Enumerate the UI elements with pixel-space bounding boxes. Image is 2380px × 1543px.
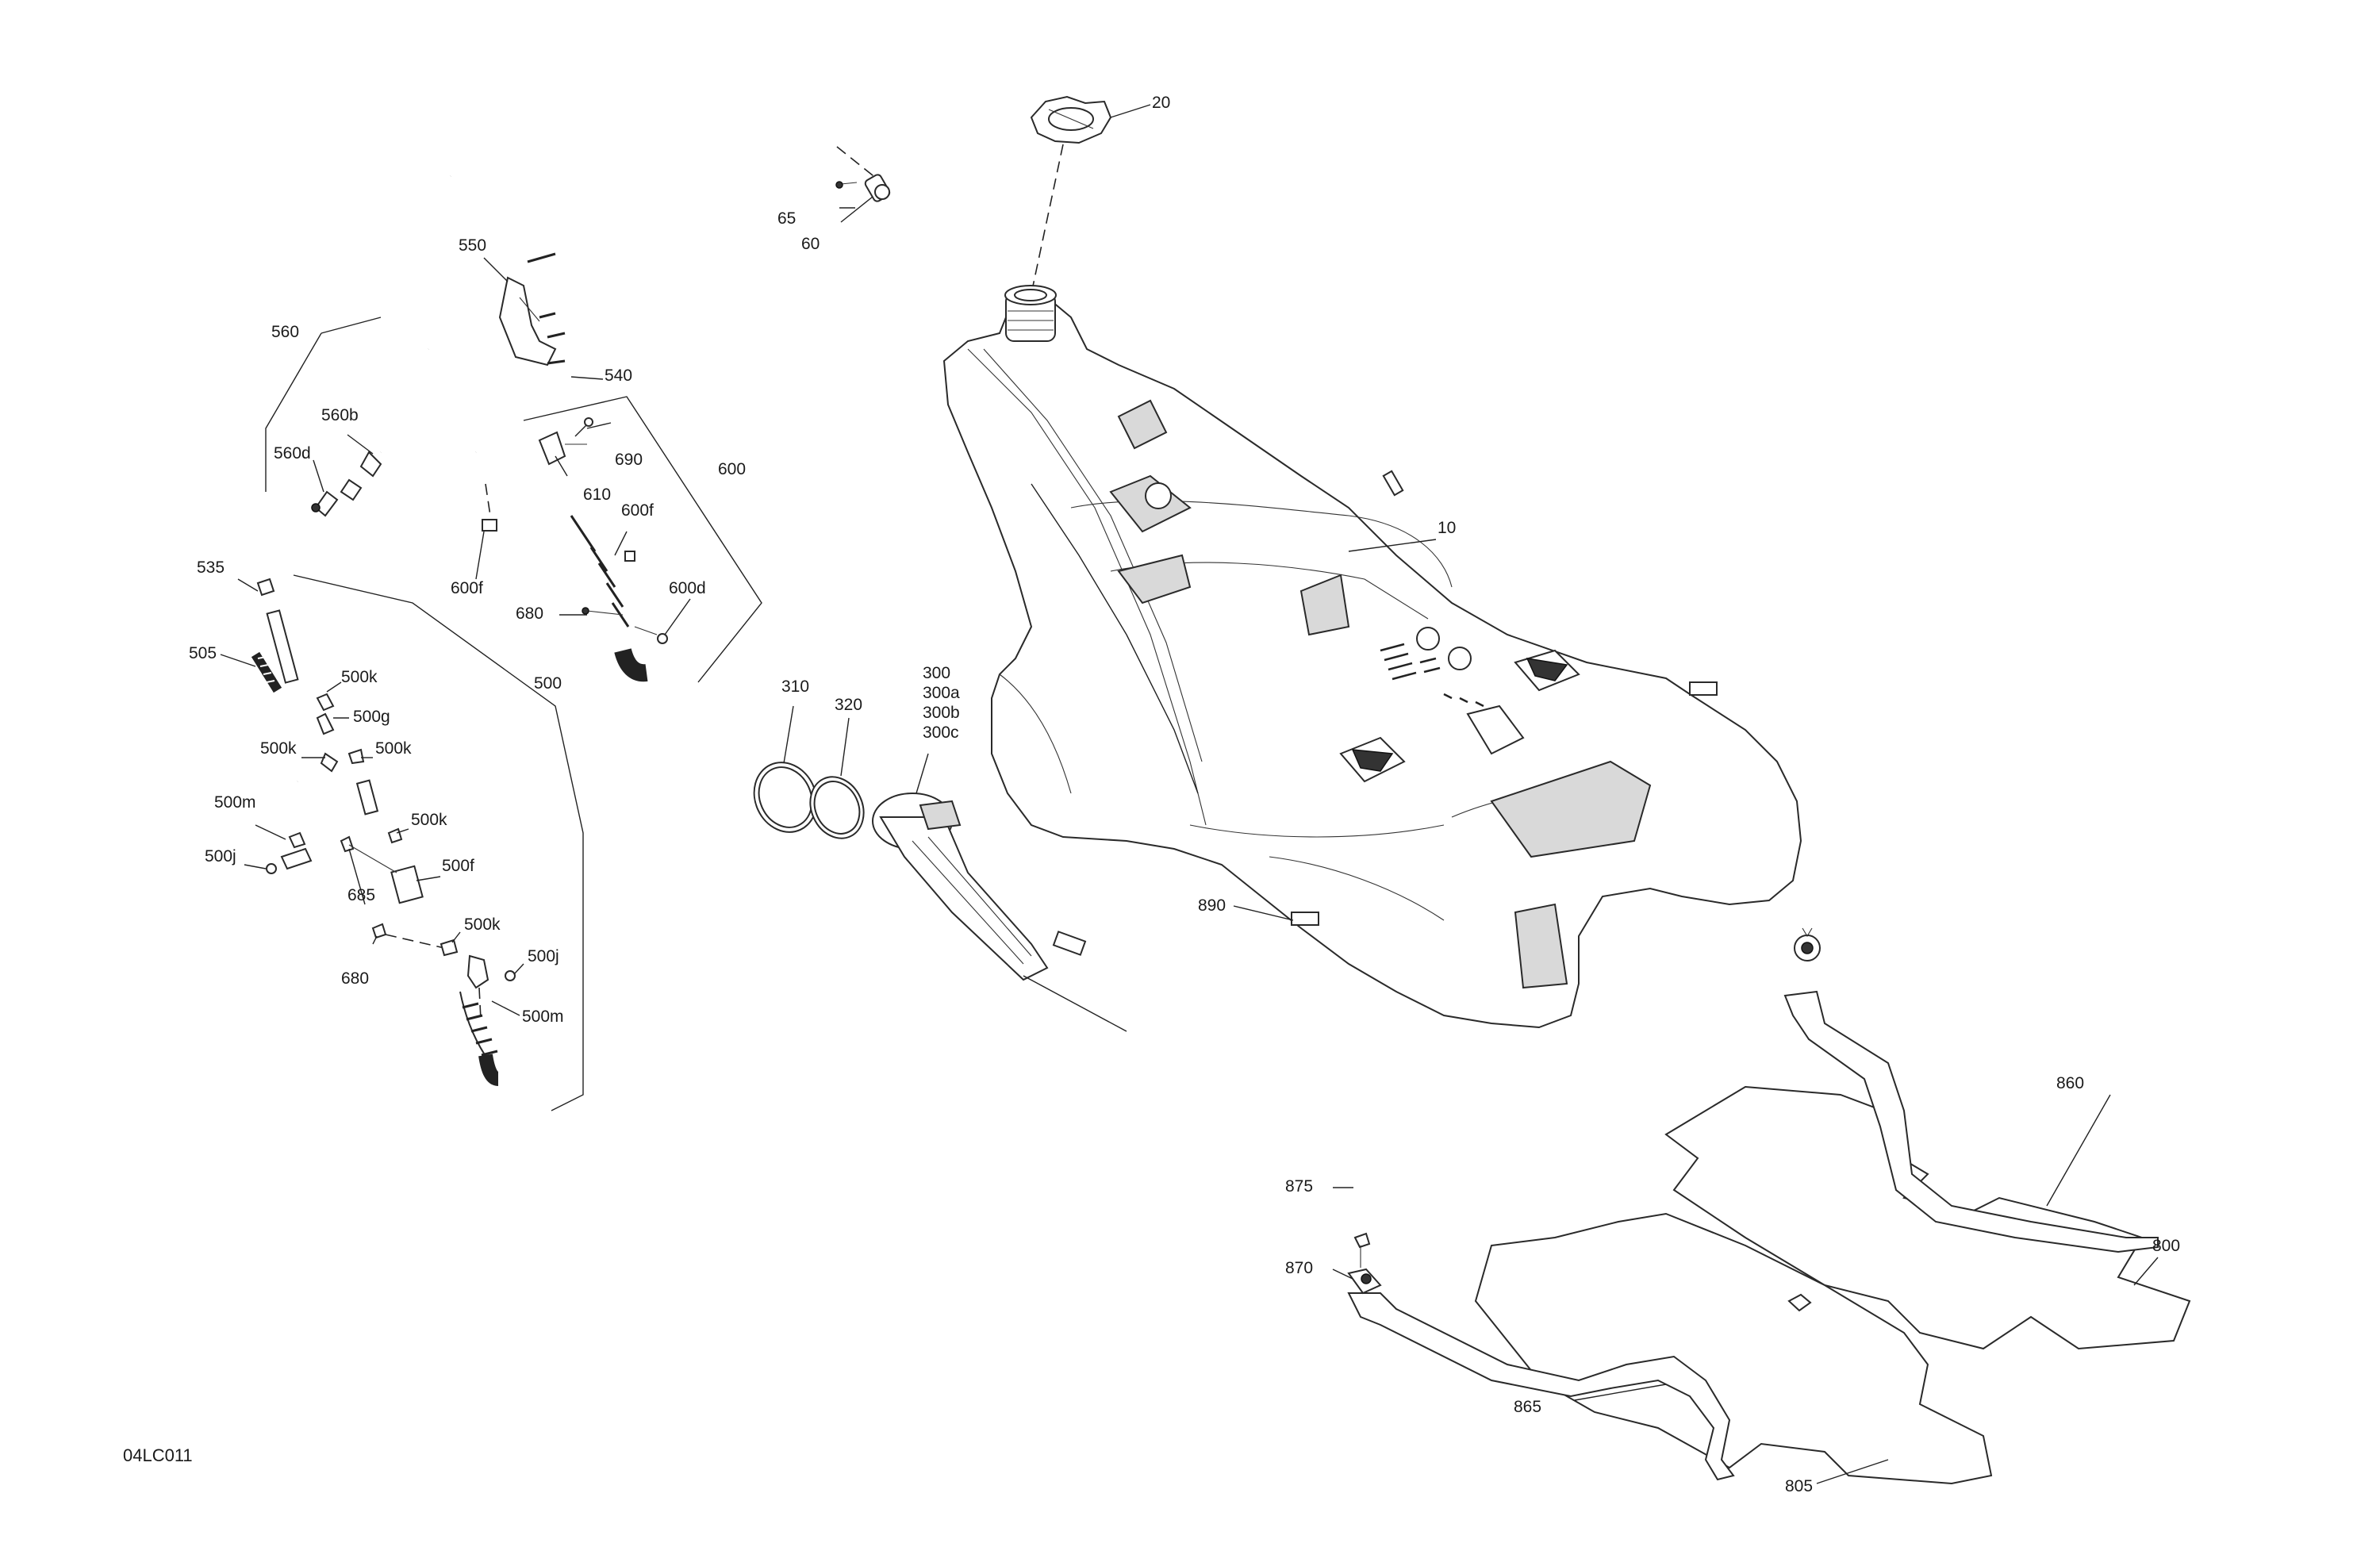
callout-500f: 500f [442, 857, 474, 875]
fuel-tank [942, 285, 1802, 1029]
callout-560d: 560d [274, 444, 311, 463]
callout-300a: 300a [923, 684, 960, 702]
callout-500: 500 [534, 674, 562, 693]
fuel-cap [1030, 95, 1112, 294]
callout-505: 505 [189, 644, 217, 662]
callout-500m-1: 500m [214, 793, 256, 812]
callout-500k-5: 500k [464, 915, 501, 934]
callout-560: 560 [271, 323, 299, 341]
callout-540: 540 [605, 367, 632, 385]
callout-870: 870 [1285, 1259, 1313, 1277]
callout-875: 875 [1285, 1177, 1313, 1196]
callout-60: 60 [801, 235, 820, 253]
hose-600-assembly [469, 417, 668, 682]
callout-865: 865 [1514, 1398, 1541, 1416]
callout-300b: 300b [923, 704, 960, 722]
callout-500k-4: 500k [411, 811, 447, 829]
callout-500m-2: 500m [522, 1008, 564, 1026]
callout-535: 535 [197, 558, 225, 577]
callout-560b: 560b [321, 406, 359, 424]
callout-600f-bottom: 600f [451, 579, 483, 597]
callout-500k-1: 500k [341, 668, 378, 686]
callout-500g: 500g [353, 708, 390, 726]
drawing-reference: 04LC011 [123, 1445, 193, 1465]
callout-500j-1: 500j [205, 847, 236, 866]
callout-labels: 20 10 65 60 550 560 540 560b 560d 690 60… [189, 94, 2180, 1495]
callout-890: 890 [1198, 896, 1226, 915]
callout-600d: 600d [669, 579, 706, 597]
callout-600: 600 [718, 460, 746, 478]
callout-805: 805 [1785, 1477, 1813, 1495]
callout-300: 300 [923, 664, 950, 682]
callout-800: 800 [2152, 1237, 2180, 1255]
group-brackets [265, 317, 762, 1111]
callout-10: 10 [1438, 519, 1456, 537]
callout-550: 550 [459, 236, 486, 255]
callout-320: 320 [835, 696, 862, 714]
hose-560-assembly [311, 252, 566, 517]
callout-300c: 300c [923, 724, 959, 742]
vent-hose-assembly [450, 107, 891, 202]
callout-690: 690 [615, 451, 643, 469]
skid-plates [1347, 927, 2191, 1485]
fuel-pump-assembly [753, 762, 1127, 1032]
callout-500k-2: 500k [260, 739, 297, 758]
hose-500-assembly [251, 578, 516, 1086]
callout-600f-top: 600f [621, 501, 654, 520]
callout-680-top: 680 [516, 605, 543, 623]
callout-65: 65 [777, 209, 796, 228]
callout-860: 860 [2056, 1074, 2084, 1092]
callout-500k-3: 500k [375, 739, 412, 758]
callout-310: 310 [781, 677, 809, 696]
leader-lines [220, 104, 2159, 1484]
callout-20: 20 [1152, 94, 1170, 112]
callout-610: 610 [583, 486, 611, 504]
callout-500j-2: 500j [528, 947, 559, 965]
callout-685: 685 [347, 886, 375, 904]
callout-680-bottom: 680 [341, 969, 369, 988]
